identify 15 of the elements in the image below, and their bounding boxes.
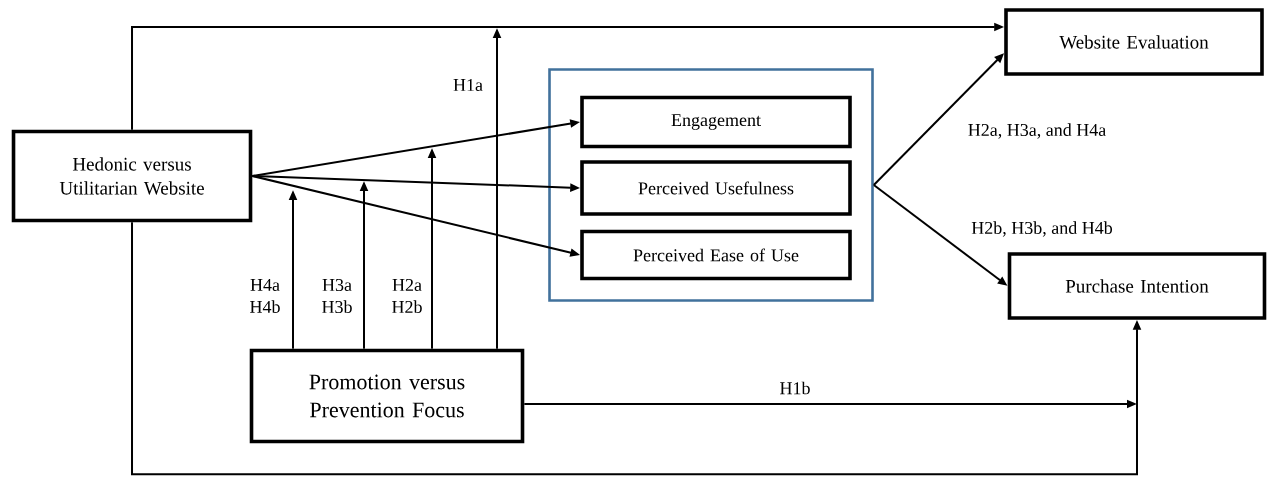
concept-box: Perceived Usefulness [580,160,852,216]
concept-box: Perceived Ease of Use [580,229,852,281]
concept-box: Engagement [580,95,852,149]
edge-label: H2a H2b [389,277,425,315]
group-box [548,68,874,302]
concept-box: Promotion versus Prevention Focus [249,348,525,444]
concept-box: Website Evaluation [1004,8,1264,76]
edge-label: H1a [452,77,484,93]
edge-label: H2a, H3a, and H4a [966,122,1108,140]
edge-label: H3a H3b [319,277,355,315]
edge-label: H2b, H3b, and H4b [970,220,1114,238]
concept-box: Hedonic versus Utilitarian Website [11,129,253,223]
edge-label: H4a H4b [247,278,283,314]
concept-box: Purchase Intention [1007,252,1267,320]
edge-label: H1b [778,380,812,396]
